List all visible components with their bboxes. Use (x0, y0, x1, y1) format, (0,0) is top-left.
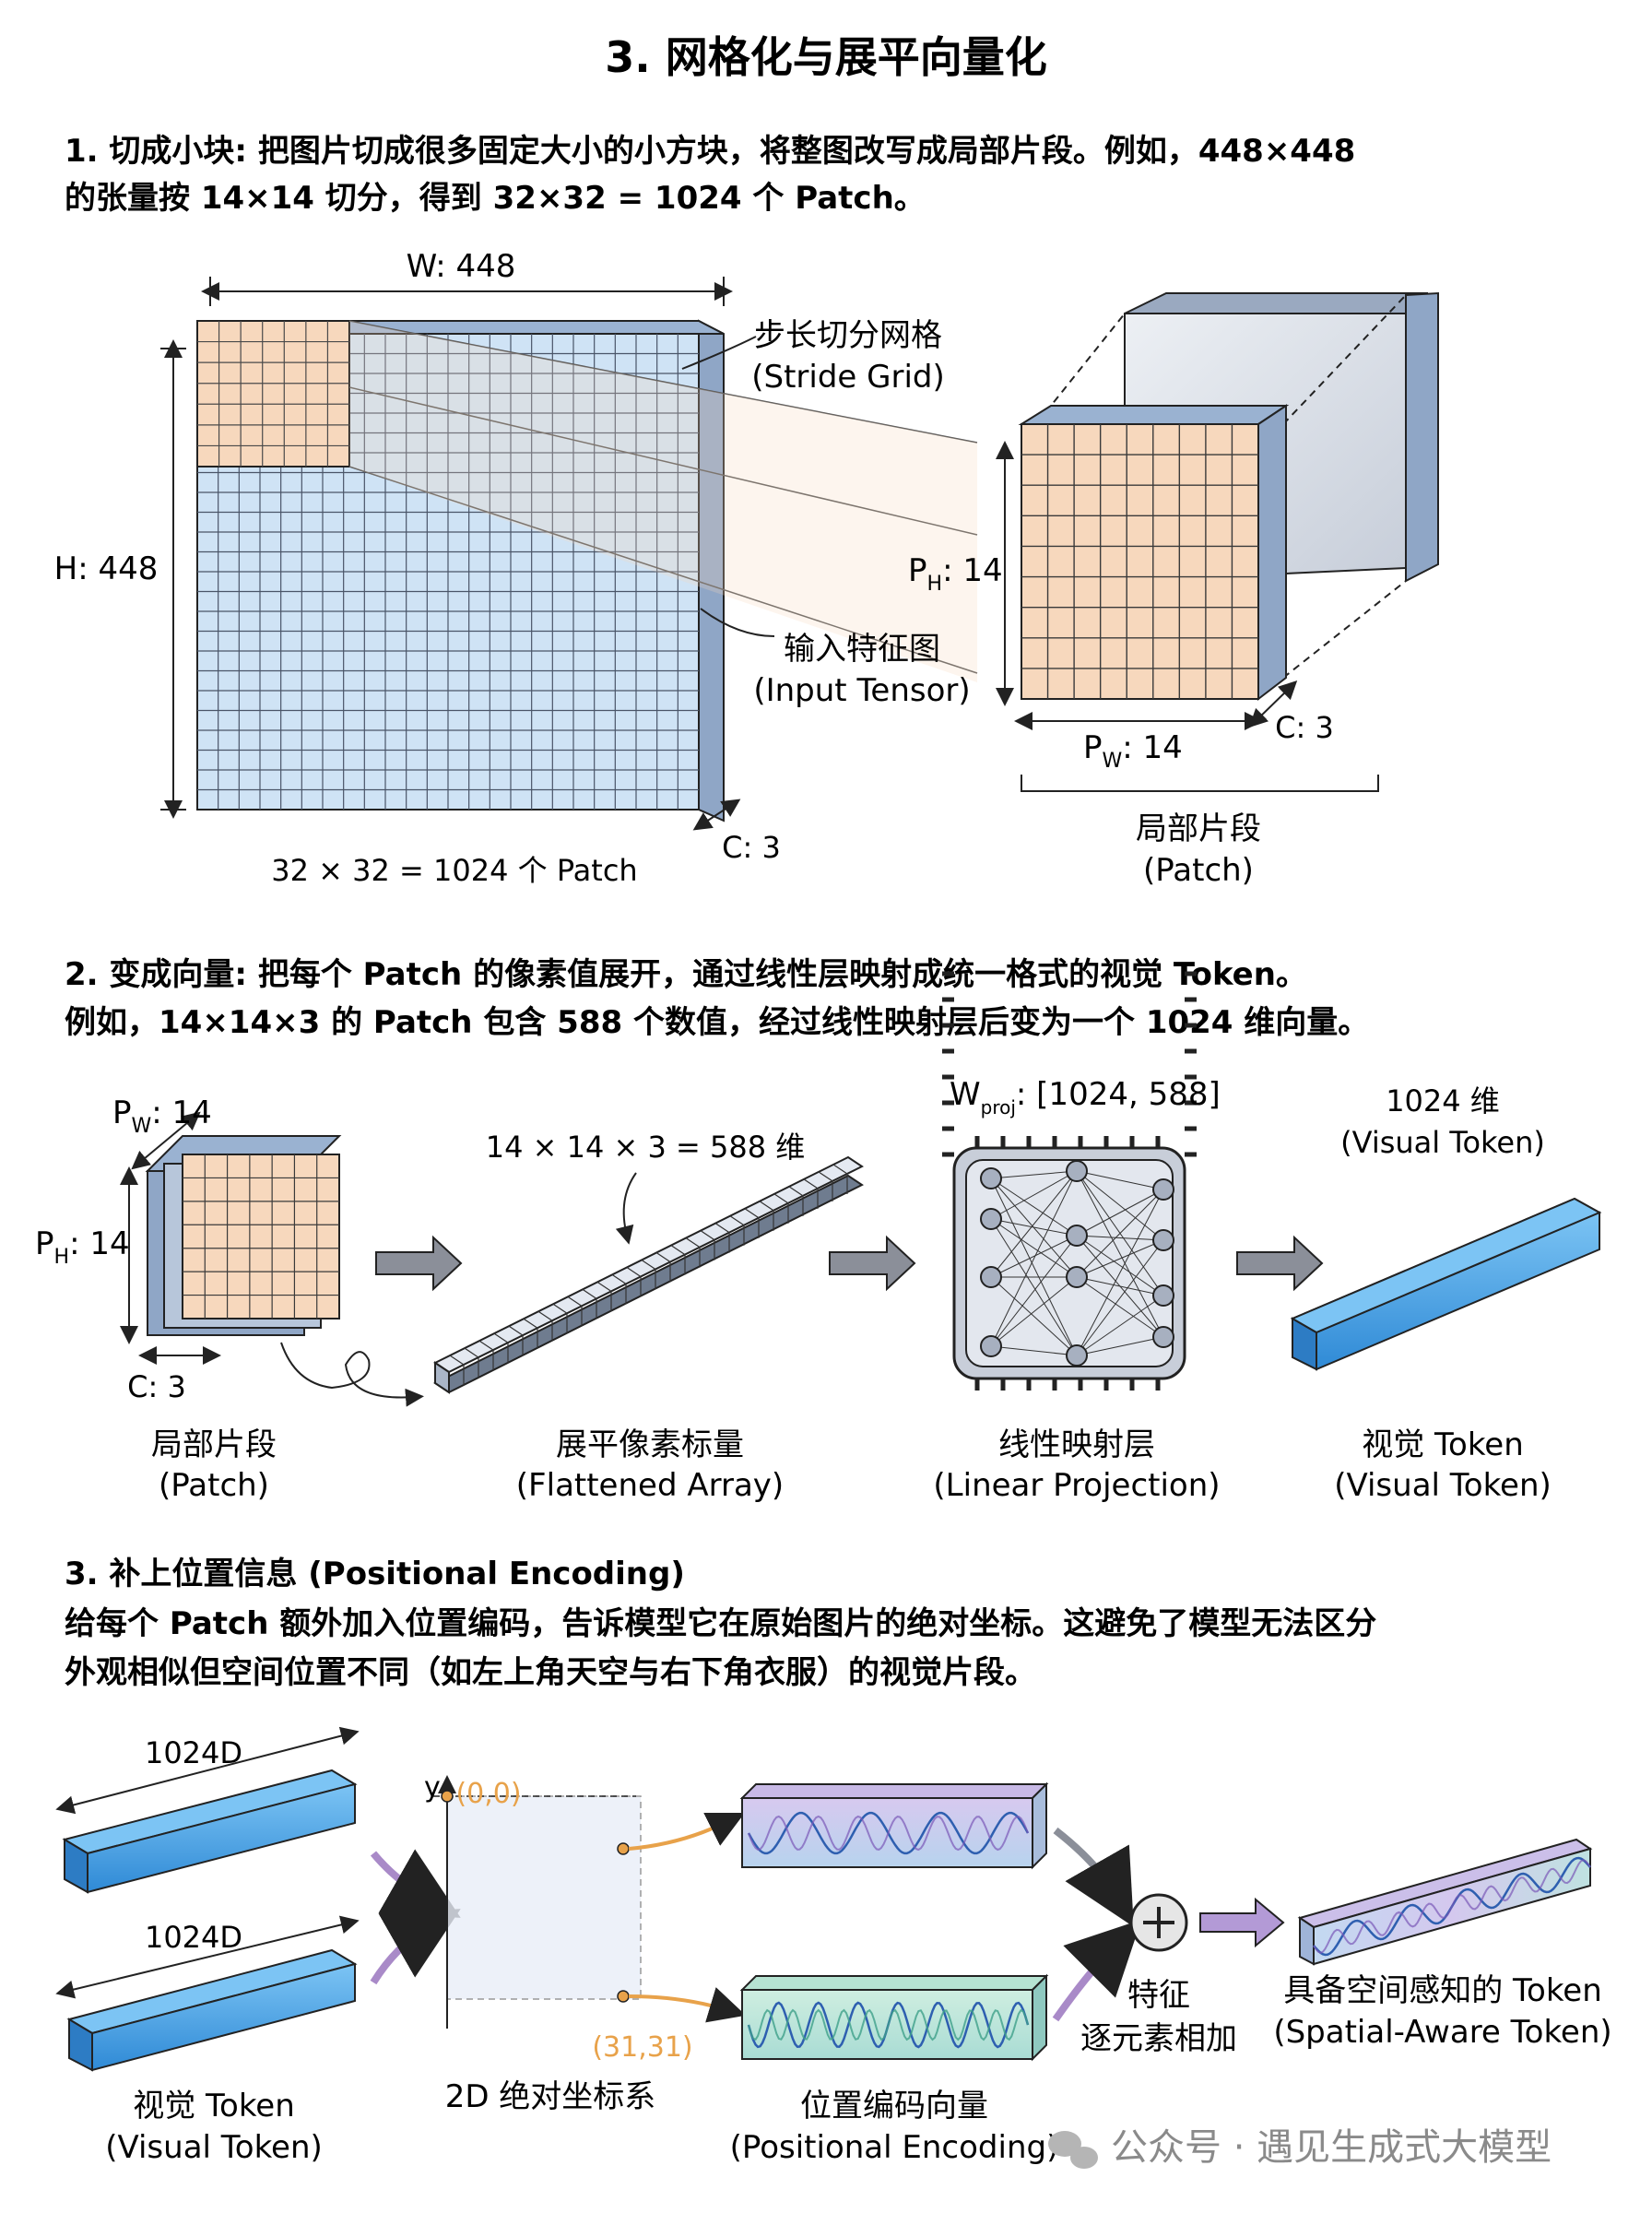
patch-cube (145, 1135, 342, 1336)
width-dimension (201, 277, 733, 306)
flattened-array (433, 1155, 864, 1394)
watermark-text: 公众号 · 遇见生成式大模型 (1111, 2126, 1552, 2169)
flattened-cells (449, 1164, 848, 1386)
pe-bar-bottom (739, 1973, 1049, 2062)
input-label-en: (Input Tensor) (753, 672, 970, 709)
pe-bar-top (739, 1781, 1049, 1870)
token-top (55, 1726, 360, 1894)
width-label: W: 448 (407, 248, 516, 285)
stride-label-cn: 步长切分网格 (754, 317, 942, 354)
coord-system-label: 2D 绝对坐标系 (445, 2078, 656, 2115)
add-to-result-arrow (1199, 1897, 1285, 1948)
section3-line1: 给每个 Patch 额外加入位置编码，告诉模型它在原始图片的绝对坐标。这避免了模… (65, 1605, 1376, 1642)
input-label-cn: 输入特征图 (784, 631, 940, 668)
stride-label-en: (Stride Grid) (751, 359, 945, 396)
patch-label-cn: 局部片段 (1136, 811, 1261, 847)
coord-to-pe-arrow-1 (628, 1813, 745, 1851)
pw-label: PW: 14 (1083, 729, 1183, 773)
patch-channel-dimension (1248, 680, 1298, 728)
stage3-cn: 线性映射层 (998, 1426, 1155, 1463)
visual-token-cn: 视觉 Token (133, 2088, 295, 2124)
projection-lines (348, 320, 978, 682)
coordinate-system (433, 1775, 642, 2029)
flat-dim-pointer (615, 1172, 637, 1245)
flatten-curl-arrow (280, 1342, 424, 1407)
cube-ph-label: PH: 14 (35, 1225, 130, 1269)
input-leader (700, 608, 775, 637)
patch-count-label: 32 × 32 = 1024 个 Patch (271, 853, 637, 888)
patch-bracket (1021, 775, 1379, 792)
cube-pw-label: PW: 14 (112, 1095, 212, 1138)
pe-label-cn: 位置编码向量 (800, 2088, 988, 2124)
coord-end-label: (31,31) (592, 2031, 692, 2064)
y-axis-label: y (424, 1771, 441, 1804)
channel-dimension (692, 799, 741, 831)
coord-to-pe-arrow-2 (628, 1987, 747, 2023)
stage4-en: (Visual Token) (1334, 1467, 1552, 1504)
pe-to-add-arrow-1 (1053, 1827, 1134, 1927)
add-operator-icon (1129, 1893, 1188, 1952)
pe-label-en: (Positional Encoding) (730, 2129, 1059, 2166)
cube-pw-dimension (131, 1111, 201, 1170)
cube-c-label: C: 3 (127, 1369, 186, 1404)
patch-label-en: (Patch) (1143, 852, 1254, 889)
token-to-coord-arrow-2 (370, 1909, 461, 1985)
flow-arrow-3 (1236, 1235, 1324, 1292)
section3-line2: 外观相似但空间位置不同（如左上角天空与右下角衣服）的视觉片段。 (65, 1654, 1036, 1691)
section2-line1: 2. 变成向量: 把每个 Patch 的像素值展开，通过线性层映射成统一格式的视… (65, 956, 1307, 993)
token-dim-cn: 1024 维 (1386, 1083, 1500, 1118)
flat-dim-label: 14 × 14 × 3 = 588 维 (486, 1130, 806, 1165)
stage1-cn: 局部片段 (151, 1426, 277, 1463)
add-label-1: 特征 (1127, 1977, 1190, 2014)
add-label-2: 逐元素相加 (1080, 2020, 1237, 2057)
flow-arrow-2 (829, 1235, 916, 1292)
result-label-cn: 具备空间感知的 Token (1283, 1972, 1602, 2009)
pe-to-add-arrow-2 (1052, 1919, 1142, 2022)
page-title: 3. 网格化与展平向量化 (605, 32, 1047, 82)
section1-line2: 的张量按 14×14 切分，得到 32×32 = 1024 个 Patch。 (65, 180, 926, 217)
flow-arrow-1 (375, 1235, 463, 1292)
visual-token-en: (Visual Token) (105, 2129, 323, 2166)
linear-projection-chip (942, 971, 1197, 1391)
input-tensor-block (196, 319, 725, 822)
stage4-cn: 视觉 Token (1362, 1426, 1524, 1463)
highlighted-patch-grid (197, 321, 349, 467)
stride-leader (681, 336, 757, 370)
section1-line1: 1. 切成小块: 把图片切成很多固定大小的小方块，将整图改写成局部片段。例如，4… (65, 133, 1355, 170)
wproj-label: Wproj: [1024, 588] (950, 1076, 1221, 1118)
watermark: 公众号 · 遇见生成式大模型 (1048, 2126, 1552, 2169)
coord-origin-label: (0,0) (455, 1778, 521, 1810)
patch-channel-label: C: 3 (1275, 710, 1334, 745)
section2-line2: 例如，14×14×3 的 Patch 包含 588 个数值，经过线性映射层后变为… (65, 1004, 1369, 1041)
visual-token-bar (1290, 1197, 1602, 1371)
patch-cube-grid (183, 1154, 339, 1319)
channel-label: C: 3 (722, 830, 781, 865)
token-bottom (55, 1915, 360, 2072)
token-dim-en: (Visual Token) (1340, 1125, 1545, 1160)
stage2-en: (Flattened Array) (516, 1467, 784, 1504)
dim-bottom-label: 1024D (145, 1920, 242, 1955)
result-label-en: (Spatial-Aware Token) (1273, 2014, 1611, 2051)
wechat-icon (1048, 2131, 1098, 2169)
patch-pixel-grid (1021, 424, 1258, 699)
ph-label: PH: 14 (908, 552, 1003, 596)
stage2-cn: 展平像素标量 (556, 1426, 744, 1463)
spatial-token-bar (1297, 1838, 1593, 1966)
section3-heading: 3. 补上位置信息 (Positional Encoding) (65, 1556, 685, 1592)
patch-stack (1018, 291, 1439, 702)
dim-top-label: 1024D (145, 1735, 242, 1770)
height-label: H: 448 (54, 550, 159, 587)
stage3-en: (Linear Projection) (933, 1467, 1220, 1504)
token-to-coord-arrow-1 (370, 1849, 461, 1918)
height-dimension (160, 339, 186, 819)
stage1-en: (Patch) (159, 1467, 269, 1504)
